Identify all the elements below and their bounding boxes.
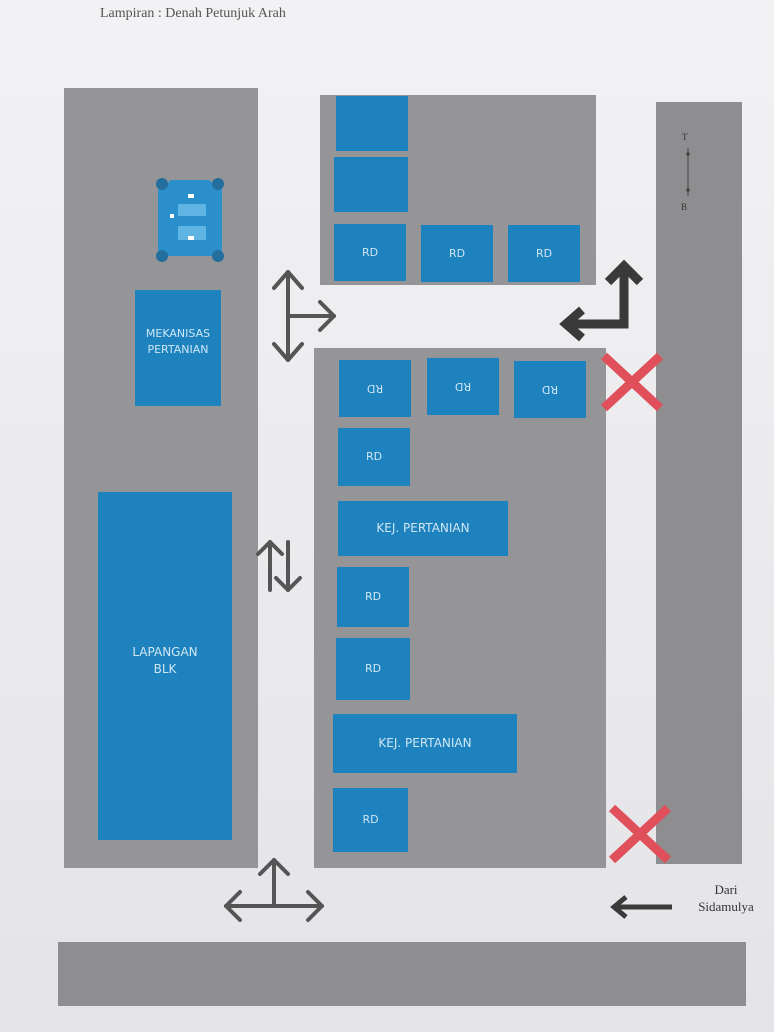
building-rd: RD (336, 638, 410, 700)
red-x-icon (600, 352, 664, 412)
page-title: Lampiran : Denah Petunjuk Arah (100, 6, 286, 21)
building-top-1 (336, 96, 408, 151)
four-way-arrow-icon (224, 858, 324, 922)
car-icon (156, 178, 224, 262)
building-rd: RD (338, 428, 410, 486)
building-mekanisasi-pertanian: MEKANISAS PERTANIAN (135, 290, 221, 406)
building-rd: RD (508, 225, 580, 282)
building-rd: RD (421, 225, 493, 282)
bottom-road (58, 942, 746, 1006)
building-top-2 (334, 157, 408, 212)
building-rd: RD (427, 358, 499, 415)
compass-north-label: T (682, 132, 688, 142)
building-rd: RD (514, 361, 586, 418)
building-rd: RD (339, 360, 411, 417)
four-way-arrow-icon (272, 270, 336, 362)
building-rd: RD (337, 567, 409, 627)
up-down-arrow-icon (256, 540, 302, 592)
building-kej-pertanian: KEJ. PERTANIAN (333, 714, 517, 773)
building-lapangan-blk: LAPANGAN BLK (98, 492, 232, 840)
left-arrow-icon (610, 895, 672, 919)
building-rd: RD (334, 224, 406, 281)
building-kej-pertanian: KEJ. PERTANIAN (338, 501, 508, 556)
turn-arrow-icon (559, 259, 644, 342)
right-road (656, 102, 742, 864)
compass-south-label: B (681, 202, 688, 212)
from-sidamulya-label: Dari Sidamulya (698, 882, 754, 914)
compass-line-icon (686, 148, 690, 196)
red-x-icon (608, 804, 672, 864)
building-rd: RD (333, 788, 408, 852)
